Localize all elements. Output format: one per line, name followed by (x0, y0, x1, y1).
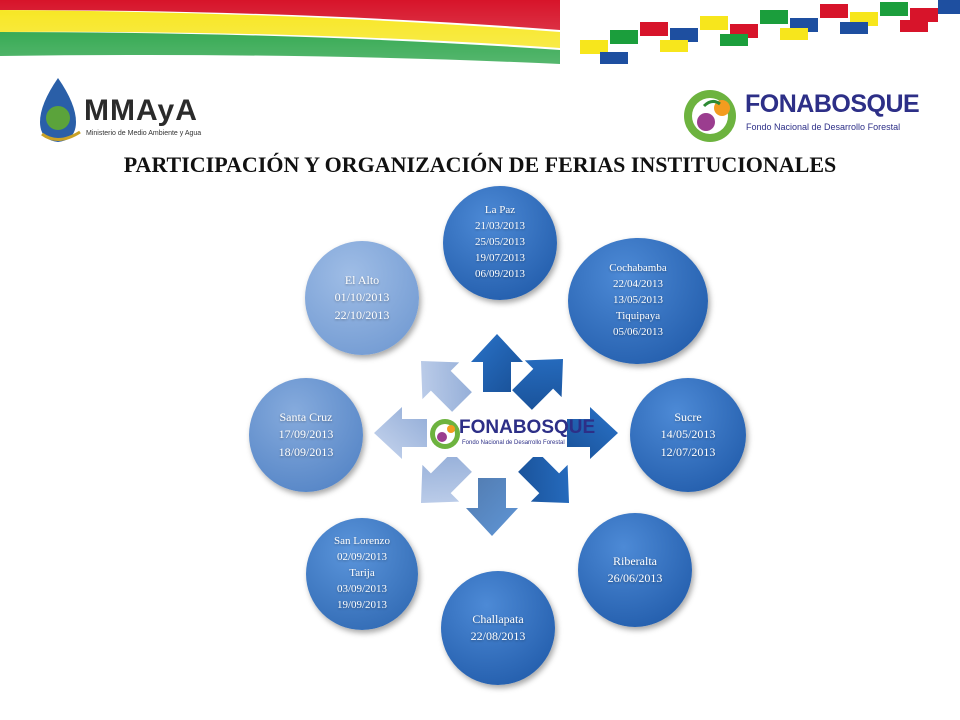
node-line: 14/05/2013 (660, 427, 716, 442)
arrow-north (471, 334, 523, 392)
fonabosque-center-icon (430, 419, 460, 449)
arrow-west (374, 407, 432, 459)
node-line: Tiquipaya (615, 309, 661, 322)
mmaya-logo-text: MMAyA (84, 94, 198, 127)
node-line: El Alto (344, 272, 380, 287)
node-line: Challapata (472, 611, 524, 626)
fonabosque-logo-icon (684, 90, 736, 142)
node-santa-cruz: Santa Cruz 17/09/2013 18/09/2013 (249, 378, 363, 492)
arrow-north-west (402, 342, 481, 421)
node-line: 25/05/2013 (474, 236, 526, 249)
node-line: 17/09/2013 (278, 427, 334, 442)
node-line: Santa Cruz (279, 409, 333, 424)
node-line: La Paz (484, 204, 516, 217)
fonabosque-logo-subtitle: Fondo Nacional de Desarrollo Forestal (746, 122, 901, 132)
node-riberalta: Riberalta 26/06/2013 (578, 513, 692, 627)
node-line: San Lorenzo (334, 535, 390, 548)
arrow-south (466, 478, 518, 536)
arrow-north-east (503, 340, 582, 419)
node-la-paz: La Paz 21/03/2013 25/05/2013 19/07/2013 … (443, 186, 557, 300)
node-line: 22/08/2013 (470, 629, 526, 643)
fonabosque-logo-text: FONABOSQUE (745, 90, 920, 118)
node-line: 19/09/2013 (336, 598, 388, 611)
node-line: 22/10/2013 (334, 307, 390, 322)
node-line: Cochabamba (609, 262, 667, 275)
node-line: Sucre (674, 409, 702, 424)
page-title: PARTICIPACIÓN Y ORGANIZACIÓN DE FERIAS I… (123, 152, 837, 177)
node-line: Tarija (349, 567, 375, 580)
node-line: 01/10/2013 (334, 290, 390, 305)
flag-banner (0, 0, 960, 78)
node-line: Riberalta (613, 553, 657, 568)
node-el-alto: El Alto 01/10/2013 22/10/2013 (305, 241, 419, 355)
center-logo-text: FONABOSQUE (459, 417, 596, 438)
center-logo-box (427, 413, 567, 457)
node-line: 22/04/2013 (612, 278, 664, 291)
node-line: 26/06/2013 (607, 571, 663, 585)
node-line: 12/07/2013 (660, 444, 716, 459)
mmaya-logo-icon (40, 78, 81, 142)
node-line: 13/05/2013 (612, 294, 664, 307)
node-sucre: Sucre 14/05/2013 12/07/2013 (630, 378, 746, 492)
node-line: 06/09/2013 (474, 267, 526, 280)
mmaya-logo-subtitle: Ministerio de Medio Ambiente y Agua (86, 130, 202, 137)
node-line: 03/09/2013 (336, 582, 388, 595)
center-logo-subtitle: Fondo Nacional de Desarrollo Forestal (462, 440, 565, 446)
node-line: 19/07/2013 (474, 251, 526, 264)
node-line: 21/03/2013 (474, 220, 526, 233)
node-line: 02/09/2013 (336, 551, 388, 564)
node-line: 05/06/2013 (612, 325, 664, 338)
node-cochabamba: Cochabamba 22/04/2013 13/05/2013 Tiquipa… (568, 238, 708, 364)
node-challapata: Challapata 22/08/2013 (441, 571, 555, 685)
node-san-lorenzo: San Lorenzo 02/09/2013 Tarija 03/09/2013… (306, 518, 418, 630)
node-line: 18/09/2013 (278, 444, 334, 459)
